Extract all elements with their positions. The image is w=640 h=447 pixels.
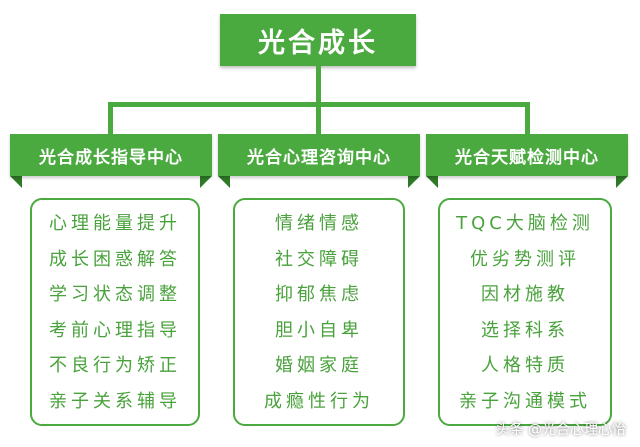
connector-mid-down [316,102,321,136]
list-item: 心理能量提升 [49,213,181,234]
watermark: 头条 @光合心理心怡 [495,422,626,438]
list-item: 胆小自卑 [275,319,363,341]
ribbon-fold [10,176,22,188]
list-item: 学习状态调整 [49,284,181,306]
list-item: 优劣势测评 [470,248,580,270]
center-header-guidance: 光合成长指导中心 [10,134,212,176]
center-box-counseling: 情绪情感 社交障碍 抑郁焦虑 胆小自卑 婚姻家庭 成瘾性行为 [233,198,405,426]
list-item: 成瘾性行为 [264,390,374,412]
list-item: 选择科系 [481,319,569,341]
list-item: 情绪情感 [275,213,363,234]
center-header-talent: 光合天赋检测中心 [426,134,628,176]
list-item: 因材施教 [481,284,569,306]
ribbon-fold [426,176,438,188]
root-node: 光合成长 [220,14,416,66]
list-item: 亲子关系辅导 [49,390,181,412]
list-item: 亲子沟通模式 [459,390,591,412]
list-item: 婚姻家庭 [275,355,363,377]
ribbon-fold [408,176,420,188]
center-header-counseling: 光合心理咨询中心 [218,134,420,176]
list-item: 抑郁焦虑 [275,284,363,306]
ribbon-fold [218,176,230,188]
list-item: 考前心理指导 [49,319,181,341]
list-item: 人格特质 [481,355,569,377]
ribbon-fold [200,176,212,188]
list-item: 成长困惑解答 [49,248,181,270]
list-item: 不良行为矫正 [49,355,181,377]
list-item: TQC大脑检测 [456,213,594,234]
ribbon-fold [616,176,628,188]
connector-left-down [108,102,113,136]
center-box-talent: TQC大脑检测 优劣势测评 因材施教 选择科系 人格特质 亲子沟通模式 [438,198,612,426]
connector-right-down [525,102,530,136]
list-item: 社交障碍 [275,248,363,270]
connector-root-down [316,66,321,106]
center-box-guidance: 心理能量提升 成长困惑解答 学习状态调整 考前心理指导 不良行为矫正 亲子关系辅… [30,198,200,426]
